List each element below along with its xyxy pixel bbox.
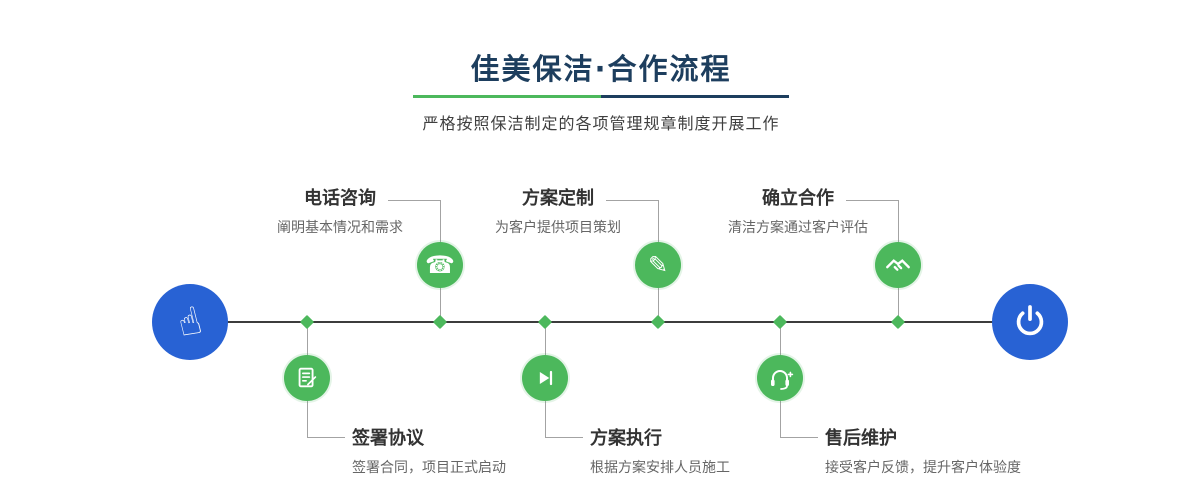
headset-icon bbox=[771, 370, 794, 390]
timeline-node-diamond bbox=[772, 314, 788, 330]
step-title: 售后维护 bbox=[825, 428, 897, 449]
step-circle-execute bbox=[522, 355, 568, 401]
step-circle-phone: ☎ bbox=[417, 242, 463, 288]
step-title: 方案执行 bbox=[590, 428, 662, 449]
step-label-phone: 电话咨询 阐明基本情况和需求 bbox=[240, 188, 440, 237]
pointer-hand-icon: ☝ bbox=[173, 297, 207, 347]
timeline-node-diamond bbox=[299, 314, 315, 330]
page-title: 佳美保洁·合作流程 bbox=[470, 52, 732, 86]
step-label-execute: 方案执行 根据方案安排人员施工 bbox=[590, 428, 870, 477]
connector-line bbox=[606, 200, 658, 201]
connector-line bbox=[846, 200, 898, 201]
step-title: 签署协议 bbox=[352, 428, 424, 449]
step-label-contract: 签署协议 签署合同，项目正式启动 bbox=[352, 428, 632, 477]
step-title: 确立合作 bbox=[762, 188, 834, 209]
contract-icon bbox=[298, 367, 317, 388]
play-next-icon bbox=[539, 370, 553, 386]
step-circle-cooperate bbox=[875, 242, 921, 288]
step-circle-contract bbox=[284, 355, 330, 401]
step-circle-plan: ✎ bbox=[635, 242, 681, 288]
step-desc: 接受客户反馈，提升客户体验度 bbox=[825, 459, 1021, 476]
step-desc: 根据方案安排人员施工 bbox=[590, 459, 730, 476]
phone-icon: ☎ bbox=[425, 251, 455, 279]
step-label-cooperate: 确立合作 清洁方案通过客户评估 bbox=[698, 188, 898, 237]
timeline-node-diamond bbox=[890, 314, 906, 330]
title-divider bbox=[413, 95, 789, 98]
step-desc: 阐明基本情况和需求 bbox=[277, 219, 403, 236]
timeline-node-diamond bbox=[650, 314, 666, 330]
step-title: 方案定制 bbox=[522, 188, 594, 209]
power-icon bbox=[1016, 305, 1044, 336]
connector-line bbox=[307, 437, 345, 438]
page-subtitle: 严格按照保洁制定的各项管理规章制度开展工作 bbox=[422, 114, 780, 133]
timeline-node-diamond bbox=[432, 314, 448, 330]
step-desc: 清洁方案通过客户评估 bbox=[728, 219, 868, 236]
step-title: 电话咨询 bbox=[304, 188, 376, 209]
step-label-aftersales: 售后维护 接受客户反馈，提升客户体验度 bbox=[825, 428, 1105, 477]
connector-line bbox=[545, 437, 583, 438]
flow-start-circle: ☝ bbox=[152, 284, 228, 360]
pencil-ruler-icon: ✎ bbox=[647, 251, 669, 279]
step-desc: 为客户提供项目策划 bbox=[495, 219, 621, 236]
flow-end-circle bbox=[992, 284, 1068, 360]
connector-line bbox=[388, 200, 440, 201]
timeline-node-diamond bbox=[537, 314, 553, 330]
timeline-line bbox=[190, 321, 1030, 323]
step-desc: 签署合同，项目正式启动 bbox=[352, 459, 506, 476]
step-circle-aftersales bbox=[757, 355, 803, 401]
step-label-plan: 方案定制 为客户提供项目策划 bbox=[458, 188, 658, 237]
handshake-icon bbox=[886, 259, 910, 271]
connector-line bbox=[780, 437, 818, 438]
